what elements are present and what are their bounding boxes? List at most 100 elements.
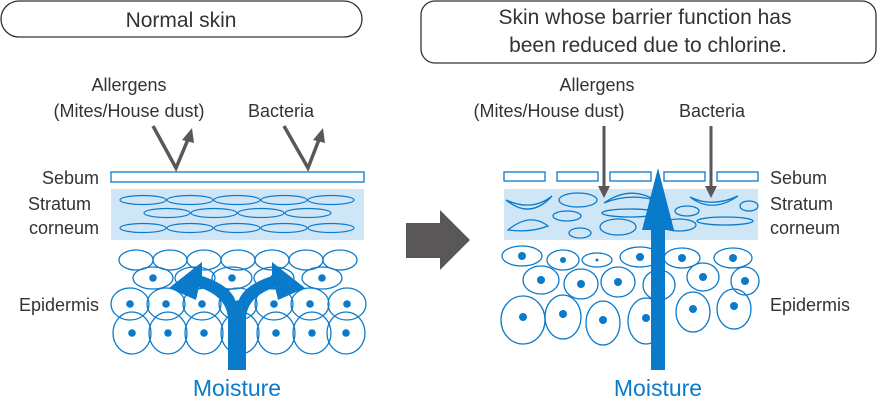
epidermis-cell xyxy=(292,311,332,355)
cell-nucleus xyxy=(577,280,585,288)
left-sebum-layer xyxy=(110,171,365,183)
stratum-cell xyxy=(143,207,191,219)
epidermis-cell xyxy=(730,266,760,296)
right-allergens-label-1: Allergens xyxy=(559,75,634,95)
right-title-box xyxy=(420,0,877,64)
right-title-line-1: Skin whose barrier function has xyxy=(499,6,792,29)
left-moisture-label: Moisture xyxy=(193,375,281,400)
epidermis-cell xyxy=(110,287,150,321)
left-title: Normal skin xyxy=(126,9,237,32)
epidermis-cell xyxy=(675,291,711,333)
epidermis-cell xyxy=(290,287,330,321)
cell-nucleus xyxy=(228,274,236,282)
epidermis-cell xyxy=(581,252,613,268)
right-title-line-2: been reduced due to chlorine. xyxy=(509,34,787,57)
stratum-cell xyxy=(260,194,308,206)
cell-nucleus xyxy=(306,300,314,308)
left-bacteria-label: Bacteria xyxy=(248,101,315,121)
left-panel: Normal skin Allergens (Mites/House dust)… xyxy=(0,0,367,400)
transition-arrow-icon xyxy=(406,210,470,270)
cell-nucleus xyxy=(200,329,208,337)
stratum-cell xyxy=(166,194,214,206)
cell-nucleus xyxy=(308,329,316,337)
cell-nucleus xyxy=(636,253,644,261)
cell-nucleus xyxy=(128,329,136,337)
epidermis-cell xyxy=(686,262,720,292)
stratum-cell xyxy=(260,222,308,234)
epidermis-cell xyxy=(716,288,752,330)
left-title-box xyxy=(0,0,363,38)
cell-nucleus xyxy=(537,276,545,284)
epidermis-cell xyxy=(148,311,188,355)
allergen-bounce-arrowhead xyxy=(182,128,194,143)
cell-nucleus xyxy=(741,277,749,285)
cell-nucleus xyxy=(149,274,157,282)
cell-nucleus xyxy=(164,329,172,337)
epidermis-cell xyxy=(327,287,367,321)
left-stratum-label-1: Stratum xyxy=(28,194,91,214)
stratum-cell xyxy=(213,222,261,234)
left-epidermis-label: Epidermis xyxy=(19,295,99,315)
cell-nucleus xyxy=(595,258,599,262)
epidermis-cell xyxy=(322,249,358,271)
stratum-cell xyxy=(119,194,167,206)
right-stratum-damaged-cells xyxy=(505,192,759,239)
stratum-cell xyxy=(307,222,355,234)
bacteria-penetration-arrowhead xyxy=(705,186,717,198)
cell-nucleus xyxy=(518,252,526,260)
bacteria-bounce-arrowhead xyxy=(313,128,325,143)
stratum-cell xyxy=(237,207,285,219)
right-allergens-label-2: (Mites/House dust) xyxy=(473,101,624,121)
cell-nucleus xyxy=(642,314,650,322)
moisture-escape-arrow xyxy=(642,168,674,370)
stratum-cell xyxy=(307,194,355,206)
cell-nucleus xyxy=(689,305,697,313)
cell-nucleus xyxy=(198,300,206,308)
right-sebum-label: Sebum xyxy=(770,168,827,188)
right-moisture-label: Moisture xyxy=(614,375,702,400)
epidermis-cell xyxy=(301,266,343,290)
stratum-cell xyxy=(190,207,238,219)
epidermis-cell xyxy=(546,249,580,271)
left-stratum-cells xyxy=(119,194,355,234)
stratum-cell xyxy=(119,222,167,234)
right-epidermis-cells xyxy=(500,245,760,346)
allergen-penetration-arrowhead xyxy=(598,186,610,198)
cell-nucleus xyxy=(162,300,170,308)
cell-nucleus xyxy=(343,300,351,308)
stratum-cell xyxy=(166,222,214,234)
cell-nucleus xyxy=(730,302,738,310)
cell-nucleus xyxy=(699,273,707,281)
cell-nucleus xyxy=(678,254,686,262)
epidermis-cell xyxy=(132,266,174,290)
epidermis-cell xyxy=(112,311,152,355)
cell-nucleus xyxy=(272,329,280,337)
epidermis-cell xyxy=(326,311,366,355)
right-epidermis-label: Epidermis xyxy=(770,295,850,315)
left-allergens-label-2: (Mites/House dust) xyxy=(53,101,204,121)
cell-nucleus xyxy=(599,316,607,324)
stratum-cell xyxy=(213,194,261,206)
right-stratum-label-1: Stratum xyxy=(770,194,833,214)
cell-nucleus xyxy=(318,274,326,282)
cell-nucleus xyxy=(559,310,567,318)
epidermis-cell xyxy=(563,268,599,300)
cell-nucleus xyxy=(270,300,278,308)
stratum-cell xyxy=(284,207,332,219)
cell-nucleus xyxy=(519,313,527,321)
cell-nucleus xyxy=(342,329,350,337)
right-sebum-layer xyxy=(503,171,759,182)
allergen-bounce-arrow xyxy=(151,125,191,173)
moisture-split-arrow xyxy=(169,262,305,370)
epidermis-cell xyxy=(256,311,296,355)
epidermis-cell xyxy=(146,287,186,321)
epidermis-cell xyxy=(184,311,224,355)
cell-nucleus xyxy=(560,257,566,263)
epidermis-cell xyxy=(522,265,560,295)
right-panel: Skin whose barrier function has been red… xyxy=(420,0,877,400)
right-stratum-label-2: corneum xyxy=(770,218,840,238)
epidermis-cell xyxy=(713,247,753,269)
epidermis-cell xyxy=(501,245,543,267)
cell-nucleus xyxy=(614,278,622,286)
